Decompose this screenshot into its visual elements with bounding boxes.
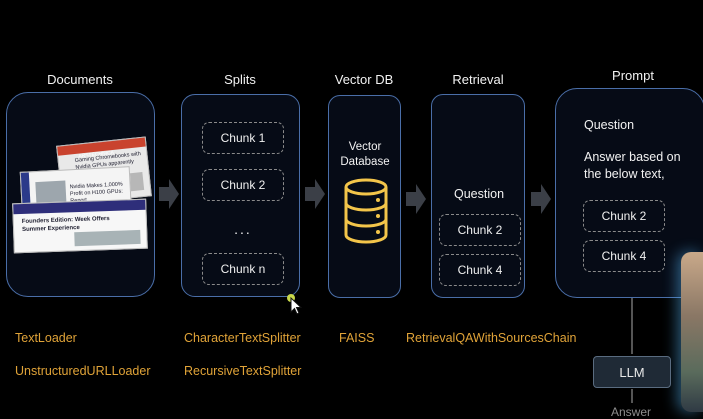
split-ellipsis: ...	[234, 221, 252, 237]
split-chunk-1: Chunk 1	[202, 122, 284, 154]
vector-db-label-line2: Database	[340, 156, 390, 168]
splitter-character: CharacterTextSplitter	[184, 331, 301, 345]
llm-box: LLM	[593, 356, 671, 388]
chain-retrieval-qa: RetrievalQAWithSourcesChain	[406, 331, 577, 345]
prompt-to-llm-line	[631, 298, 633, 354]
thumbnail-header-bar	[13, 199, 146, 215]
prompt-question: Question	[584, 118, 635, 132]
stage-title-prompt: Prompt	[612, 68, 654, 83]
llm-to-answer-line	[631, 389, 633, 403]
arrow-retrieval-to-prompt	[531, 184, 551, 214]
split-chunk-n: Chunk n	[202, 253, 284, 285]
retrieval-panel: Question Chunk 2 Chunk 4	[431, 94, 525, 298]
stage-title-splits: Splits	[224, 72, 256, 87]
split-chunk-2: Chunk 2	[202, 169, 284, 201]
prompt-panel: Question Answer based on the below text,…	[555, 88, 703, 298]
splitter-recursive: RecursiveTextSplitter	[184, 364, 302, 378]
loader-text-loader: TextLoader	[15, 331, 77, 345]
mouse-cursor-icon	[286, 293, 303, 320]
answer-label: Answer	[611, 405, 652, 419]
splits-panel: Chunk 1 Chunk 2 ... Chunk n	[181, 94, 300, 297]
thumbnail-photo-2	[74, 229, 141, 247]
loader-unstructured-url-loader: UnstructuredURLLoader	[15, 364, 151, 378]
arrow-splits-to-vector-db	[305, 179, 325, 209]
stage-title-retrieval: Retrieval	[452, 72, 504, 87]
documents-panel: ARSTECHNICA Gaming Chromebooks with Nvid…	[6, 92, 155, 297]
retrieval-chunk-4: Chunk 4	[439, 254, 521, 286]
stage-title-documents: Documents	[47, 72, 113, 87]
prompt-chunk-4: Chunk 4	[583, 240, 665, 272]
prompt-instruction-line1: Answer based on	[584, 150, 681, 164]
llm-label: LLM	[619, 364, 645, 380]
vector-db-label-line1: Vector	[348, 141, 382, 153]
stage-title-vector-db: Vector DB	[334, 72, 394, 87]
vector-db-panel: Vector Database	[328, 95, 401, 298]
webcam-overlay	[681, 252, 703, 412]
arrow-vector-db-to-retrieval	[406, 184, 426, 214]
retrieval-chunk-2: Chunk 2	[439, 214, 521, 246]
vector-db-label: Vector Database	[329, 140, 401, 170]
document-thumbnail-front: Founders Edition: Week Offers Summer Exp…	[12, 198, 148, 254]
prompt-chunk-2: Chunk 2	[583, 200, 665, 232]
arrow-documents-to-splits	[159, 179, 179, 209]
database-icon	[343, 178, 389, 249]
vector-store-faiss: FAISS	[339, 331, 375, 345]
retrieval-question: Question	[453, 187, 505, 201]
prompt-instruction-line2: the below text,	[584, 167, 665, 181]
prompt-instruction: Answer based on the below text,	[584, 149, 702, 183]
